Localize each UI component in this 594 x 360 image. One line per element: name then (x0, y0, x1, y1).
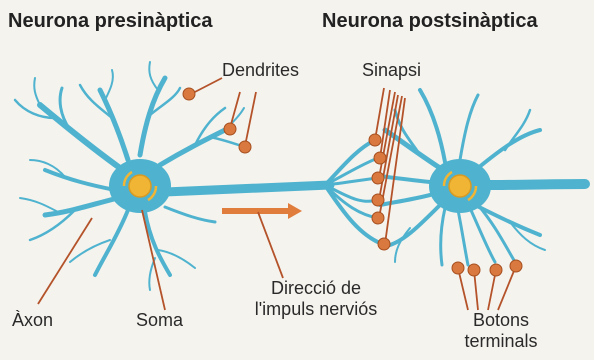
synapse-label: Sinapsi (362, 60, 421, 81)
presynaptic-heading: Neurona presinàptica (8, 10, 213, 33)
presynaptic-neuron (15, 62, 330, 290)
terminal-boutons-label: Botons terminals (446, 310, 556, 352)
impulse-label: Direcció de l'impuls nerviós (236, 278, 396, 320)
dendrites-label: Dendrites (222, 60, 299, 81)
terminals-label-line1: Botons (446, 310, 556, 331)
impulse-label-line2: l'impuls nerviós (236, 299, 396, 320)
terminals-label-line2: terminals (446, 331, 556, 352)
axon-terminals (325, 140, 382, 244)
postsynaptic-heading: Neurona postsinàptica (322, 10, 538, 33)
impulse-direction-arrow (222, 203, 302, 219)
impulse-label-line1: Direcció de (236, 278, 396, 299)
axon-label: Àxon (12, 310, 53, 331)
soma-label: Soma (136, 310, 183, 331)
postsynaptic-neuron (380, 90, 585, 265)
